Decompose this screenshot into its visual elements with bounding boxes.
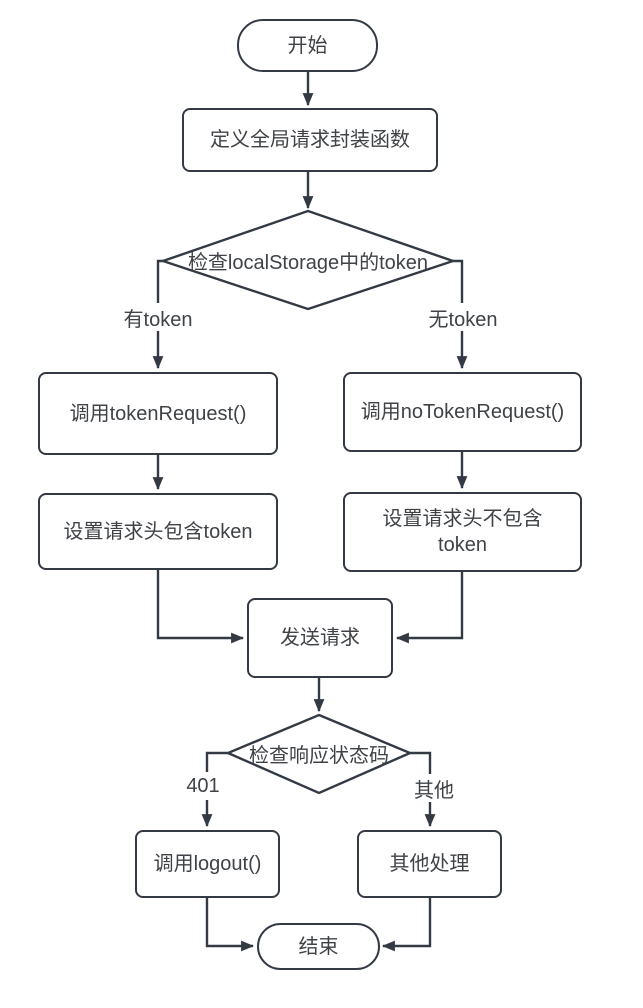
check-token-decision-shape [159,209,457,311]
start-terminator: 开始 [237,19,378,72]
edge-label-other: 其他 [404,774,464,802]
logout-process: 调用logout() [135,830,280,898]
end-terminator: 结束 [257,923,380,970]
arrow-check-status-to-logout [201,751,228,828]
arrow-header-with-to-send [156,570,245,644]
no-token-request-process: 调用noTokenRequest() [343,372,582,452]
arrow-other-to-end [381,898,432,952]
edge-label-401: 401 [168,772,238,800]
define-function-process: 定义全局请求封装函数 [182,108,438,172]
arrow-logout-to-end [205,898,255,952]
edge-label-has-token: 有token [118,303,198,331]
other-handling-process: 其他处理 [357,830,502,898]
send-request-process: 发送请求 [247,598,393,678]
token-request-process: 调用tokenRequest() [38,372,278,455]
arrow-header-without-to-send [395,572,464,644]
set-header-with-token-process: 设置请求头包含token [38,493,278,570]
edge-label-no-token: 无token [423,303,503,331]
check-status-decision-shape [224,713,414,795]
set-header-without-token-process: 设置请求头不包含token [343,492,582,572]
